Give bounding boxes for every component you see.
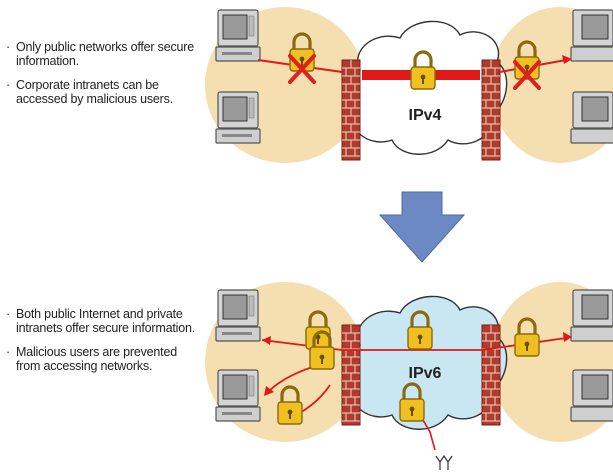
cross-icon	[513, 60, 541, 90]
arrowhead-icon	[264, 386, 274, 396]
ipv4-section: IPv4	[205, 7, 613, 163]
computer-icon	[570, 91, 613, 144]
bottom-bullet-list: · Both public Internet and private intra…	[0, 307, 200, 383]
bullet-text: Both public Internet and private intrane…	[16, 307, 195, 335]
ipv4-label: IPv4	[409, 107, 442, 124]
computer-icon	[570, 289, 613, 342]
computer-icon	[215, 369, 261, 422]
malicious-user-icon	[435, 454, 453, 470]
bullet-dot: ·	[6, 78, 10, 92]
ipv6-label: IPv6	[409, 365, 442, 382]
bullet-text: Malicious users are prevented from acces…	[16, 345, 177, 373]
right-firewall-icon	[481, 324, 501, 426]
computer-icon	[215, 289, 261, 342]
arrowhead-icon	[562, 55, 572, 64]
computer-icon	[570, 9, 613, 62]
bullet-item: · Only public networks offer secure info…	[0, 40, 200, 68]
bullet-dot: ·	[6, 40, 10, 54]
arrowhead-icon	[262, 336, 271, 345]
arrowhead-icon	[563, 332, 572, 342]
transition-arrow-icon	[378, 191, 466, 263]
bullet-item: · Both public Internet and private intra…	[0, 307, 200, 335]
bullet-dot: ·	[6, 307, 10, 321]
bullet-text: Corporate intranets can be accessed by m…	[16, 78, 173, 106]
computer-icon	[215, 9, 261, 62]
bullet-item: · Malicious users are prevented from acc…	[0, 345, 200, 373]
cross-icon	[288, 54, 316, 84]
computer-icon	[570, 369, 613, 422]
bullet-text: Only public networks offer secure inform…	[16, 40, 194, 68]
computer-icon	[215, 91, 261, 144]
ipv6-section: IPv6	[205, 282, 613, 470]
bullet-item: · Corporate intranets can be accessed by…	[0, 78, 200, 106]
right-firewall-icon	[481, 59, 501, 161]
left-firewall-icon	[341, 324, 361, 426]
top-bullet-list: · Only public networks offer secure info…	[0, 40, 200, 116]
left-firewall-icon	[341, 59, 361, 161]
bullet-dot: ·	[6, 345, 10, 359]
